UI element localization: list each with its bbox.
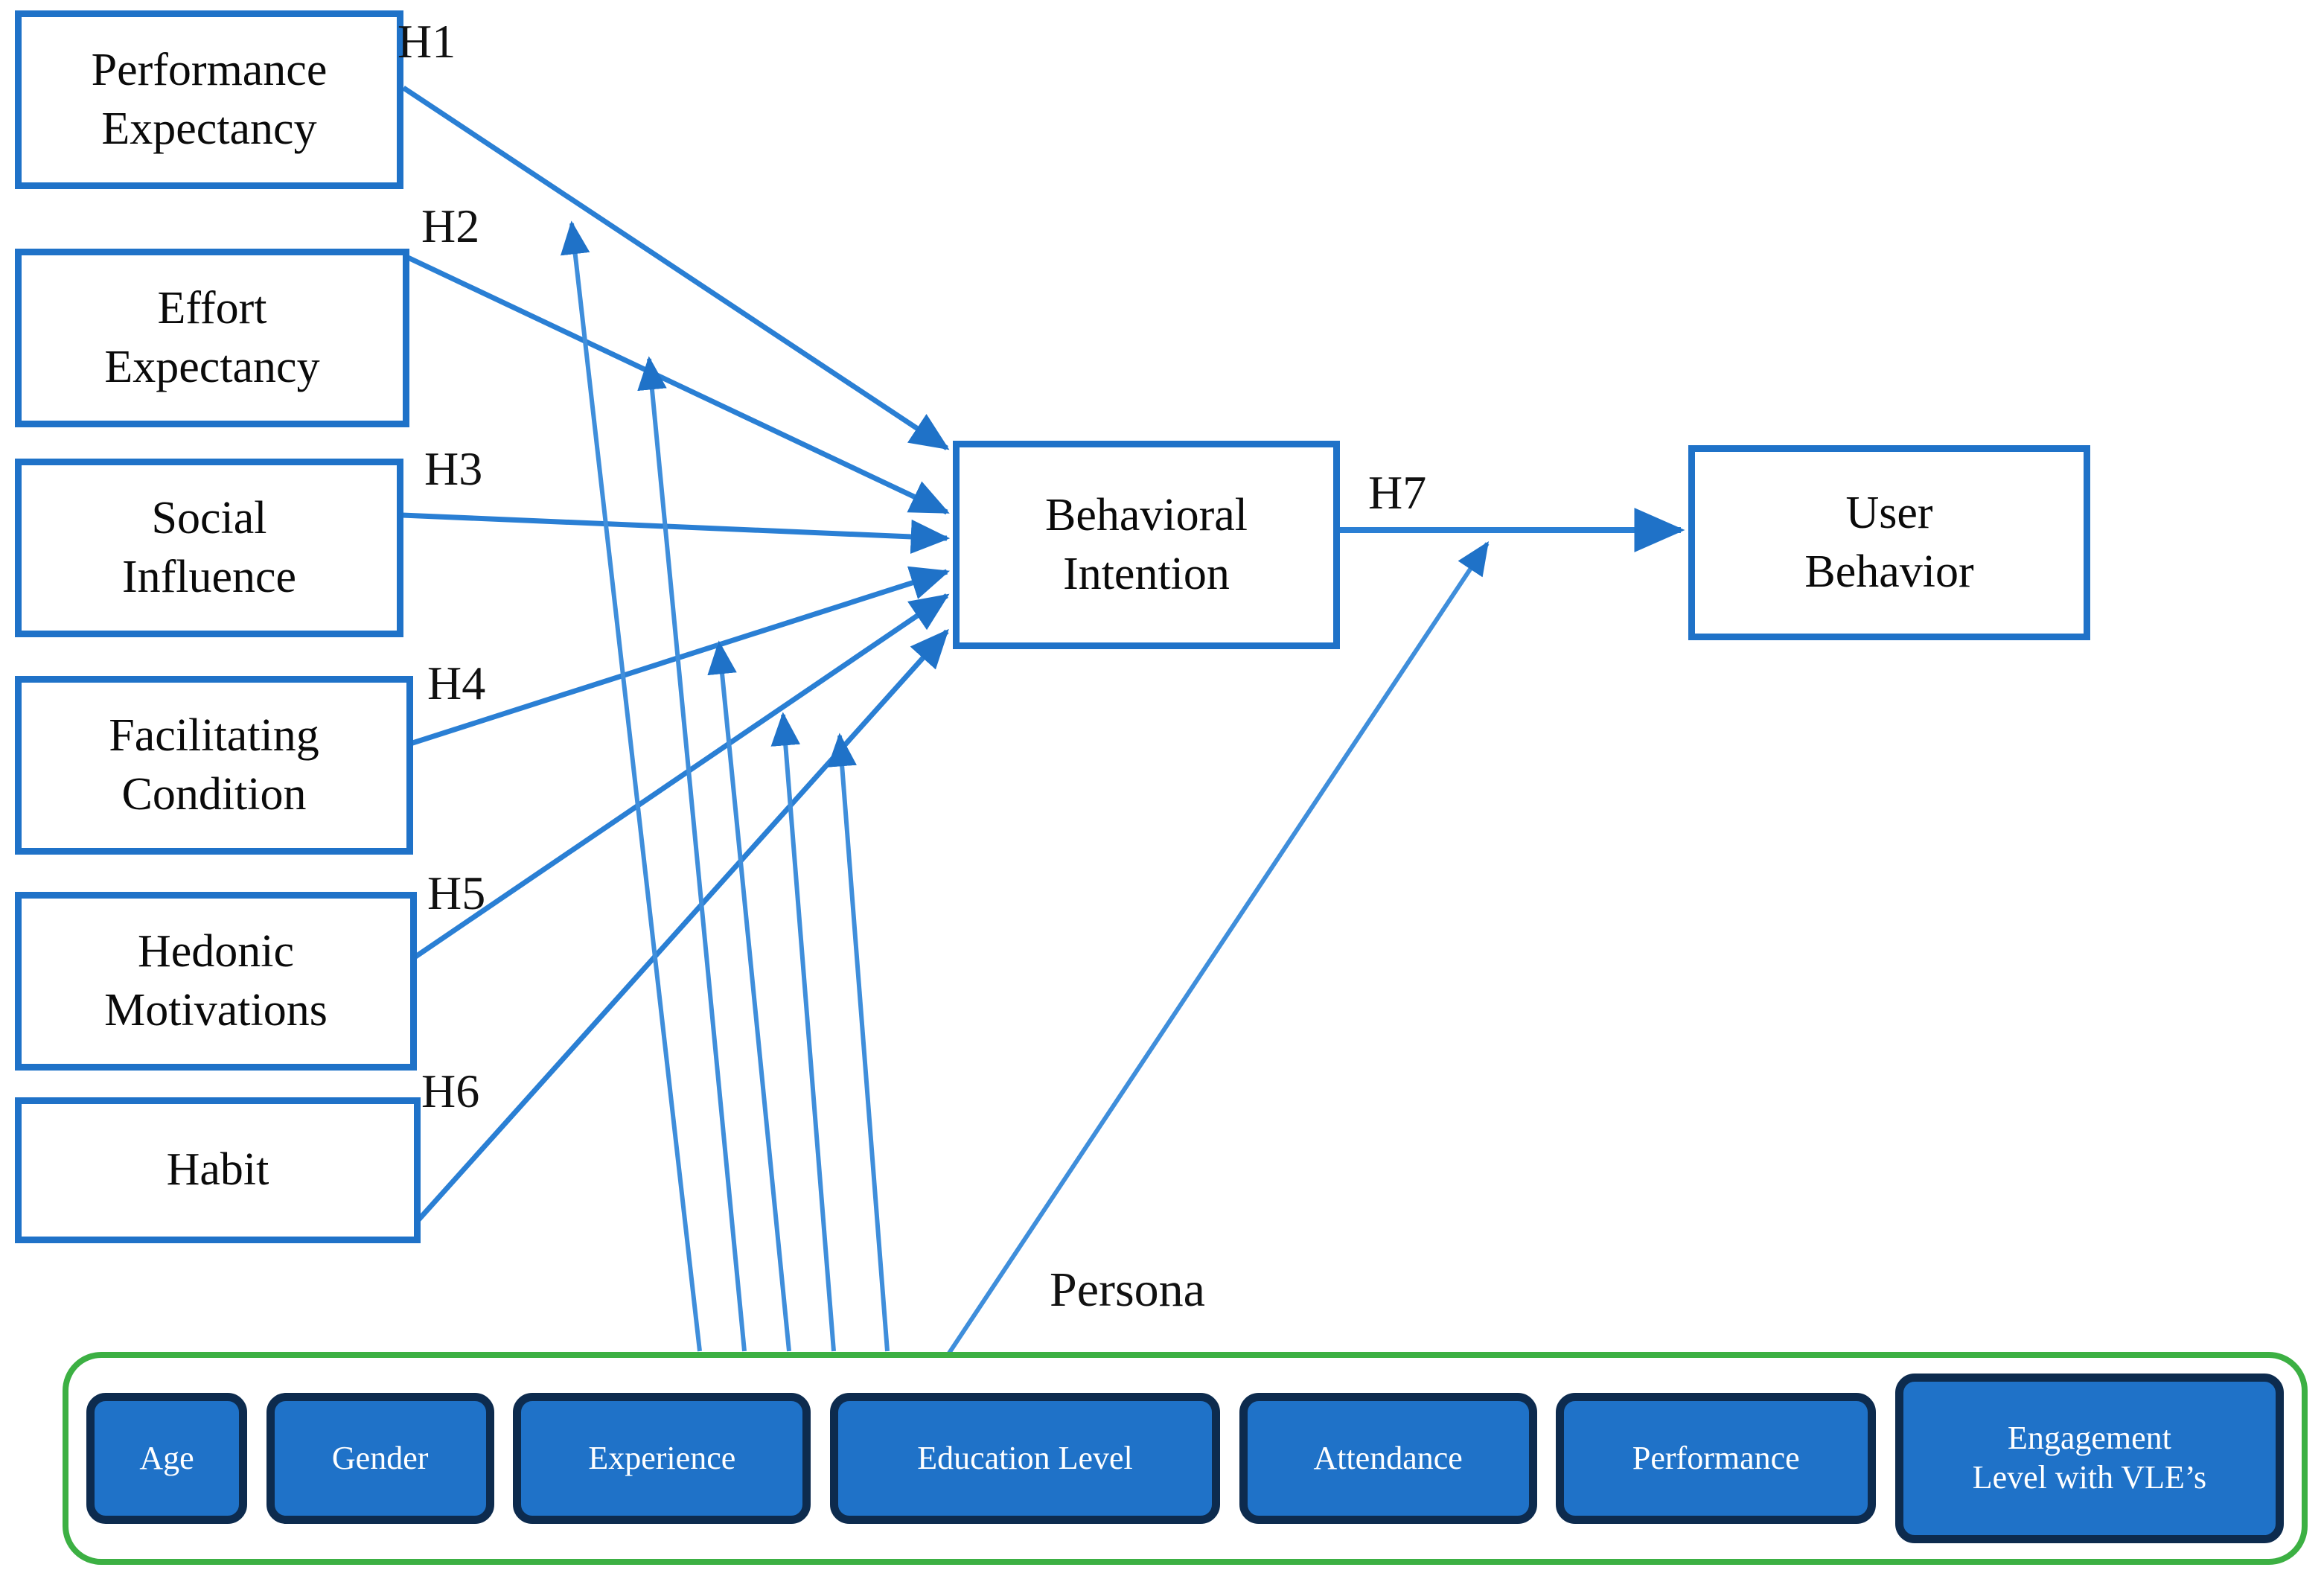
persona-container: Age Gender Experience Education Level At… [63, 1352, 2308, 1565]
edge-persona-3 [707, 640, 791, 1352]
edge-h5 [406, 593, 950, 964]
edge-persona-5 [827, 733, 890, 1352]
hypothesis-label-h1: H1 [398, 15, 456, 68]
edge-h6 [409, 628, 949, 1231]
construct-user-behavior[interactable]: User Behavior [1688, 445, 2090, 640]
persona-item-experience[interactable]: Experience [513, 1393, 811, 1524]
construct-behavioral-intention[interactable]: Behavioral Intention [953, 441, 1340, 649]
hypothesis-label-h5: H5 [427, 867, 486, 919]
edge-h4 [406, 566, 950, 747]
construct-hedonic-motivations[interactable]: Hedonic Motivations [15, 892, 417, 1071]
edge-h1 [402, 86, 950, 450]
hypothesis-label-h4: H4 [427, 657, 486, 709]
construct-facilitating-condition[interactable]: Facilitating Condition [15, 676, 413, 855]
persona-item-education-level[interactable]: Education Level [829, 1393, 1220, 1524]
construct-performance-expectancy[interactable]: Performance Expectancy [15, 10, 403, 189]
persona-item-performance[interactable]: Performance [1556, 1393, 1877, 1524]
hypothesis-label-h3: H3 [424, 442, 483, 495]
persona-item-gender[interactable]: Gender [266, 1393, 494, 1524]
construct-effort-expectancy[interactable]: Effort Expectancy [15, 249, 409, 427]
edge-persona-4 [770, 712, 836, 1352]
edge-persona-h7 [945, 541, 1490, 1358]
hypothesis-label-h6: H6 [421, 1065, 480, 1117]
hypothesis-label-h7: H7 [1368, 466, 1427, 519]
persona-group-label: Persona [1050, 1263, 1205, 1317]
hypothesis-label-h2: H2 [421, 200, 480, 252]
edge-h2 [405, 254, 950, 515]
edge-h3 [401, 512, 951, 555]
construct-habit[interactable]: Habit [15, 1097, 421, 1243]
construct-social-influence[interactable]: Social Influence [15, 459, 403, 637]
persona-item-engagement-level[interactable]: Engagement Level with VLE’s [1894, 1374, 2284, 1543]
edge-persona-1 [560, 220, 702, 1352]
edge-persona-2 [637, 356, 747, 1352]
persona-item-age[interactable]: Age [86, 1393, 247, 1524]
persona-item-attendance[interactable]: Attendance [1239, 1393, 1537, 1524]
